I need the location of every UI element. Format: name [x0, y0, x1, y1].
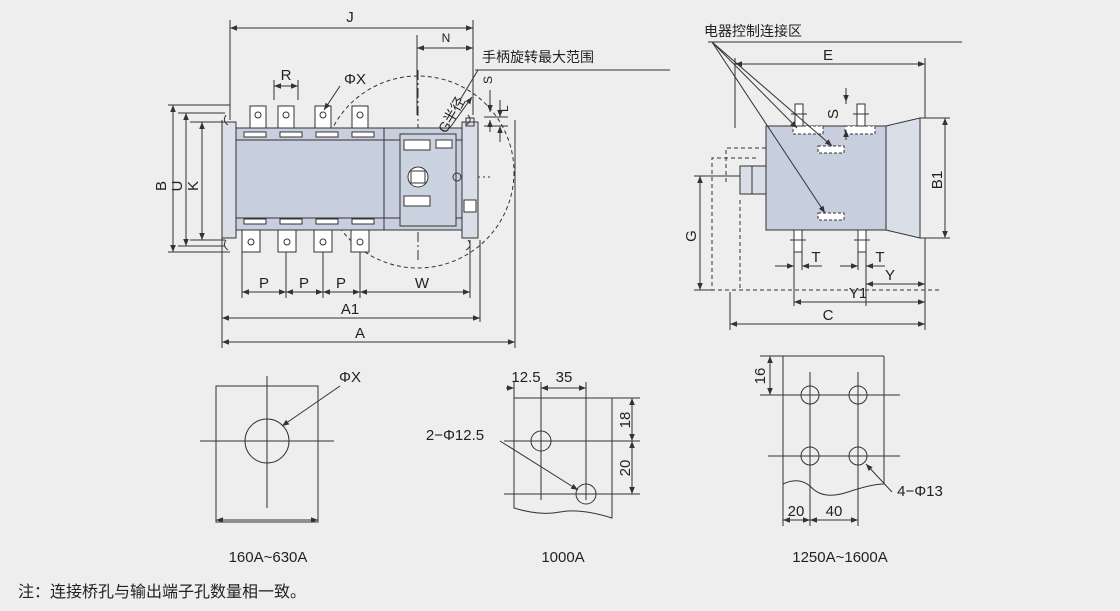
dim-Y1: Y1 [849, 285, 867, 302]
detail-2-dim-12-5: 12.5 [511, 369, 540, 386]
detail-3-hole-label: 4−Φ13 [897, 483, 943, 500]
dim-K: K [185, 181, 202, 191]
detail-3-caption: 1250A~1600A [792, 549, 888, 566]
dim-J: J [346, 9, 354, 26]
dim-N: N [442, 31, 451, 45]
detail-2-dim-20: 20 [617, 460, 634, 477]
dim-U: U [169, 181, 186, 192]
detail-1-caption: 160A~630A [229, 549, 308, 566]
detail-3-dim-20: 20 [788, 503, 805, 520]
detail-1000 [499, 382, 640, 519]
dim-E: E [823, 47, 833, 64]
front-view [168, 20, 670, 348]
dim-P-3: P [336, 275, 346, 292]
dim-B: B [153, 181, 170, 191]
dim-S-front: S [481, 76, 495, 84]
dim-L: L [497, 105, 511, 112]
detail-2-caption: 1000A [541, 549, 584, 566]
detail-3-dim-16: 16 [752, 368, 769, 385]
dim-A1: A1 [341, 301, 359, 318]
dim-P-2: P [299, 275, 309, 292]
callout-control-zone: 电器控制连接区 [704, 23, 802, 39]
dim-B1: B1 [929, 171, 946, 189]
side-view [694, 41, 962, 330]
dim-G: G [683, 230, 700, 242]
dim-R: R [281, 67, 292, 84]
dim-Y: Y [885, 267, 895, 284]
detail-2-hole-label: 2−Φ12.5 [426, 427, 484, 444]
dim-A: A [355, 325, 365, 342]
callout-handle-range: 手柄旋转最大范围 [482, 49, 594, 65]
dim-T-1: T [811, 249, 820, 266]
detail-3-dim-40: 40 [826, 503, 843, 520]
detail-160-630 [200, 376, 341, 523]
dim-T-2: T [875, 249, 884, 266]
detail-2-dim-35: 35 [556, 369, 573, 386]
dim-W: W [415, 275, 430, 292]
dim-S-side: S [825, 109, 842, 119]
detail-1-hole-label: ΦX [339, 369, 361, 386]
dim-C: C [823, 307, 834, 324]
footnote: 注：连接桥孔与输出端子孔数量相一致。 [18, 584, 307, 601]
detail-2-dim-18: 18 [617, 412, 634, 429]
dim-phi-x: ΦX [344, 71, 366, 88]
dim-P-1: P [259, 275, 269, 292]
detail-1250-1600 [760, 355, 900, 526]
